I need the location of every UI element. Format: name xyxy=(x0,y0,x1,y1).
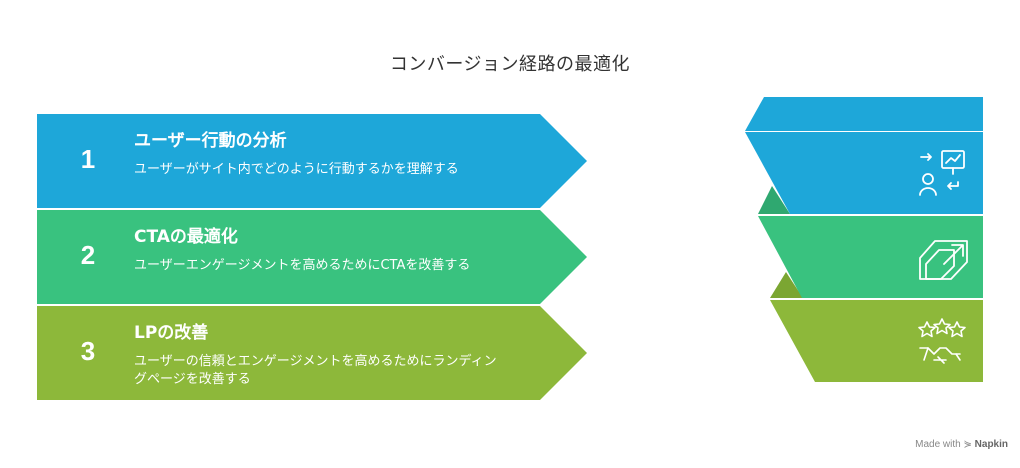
napkin-logo-icon: ⋟ xyxy=(963,439,972,450)
step-2-description: ユーザーエンゲージメントを高めるためにCTAを改善する xyxy=(134,258,471,273)
funnel-ribbon-graphic xyxy=(745,97,983,382)
stars-handshake-icon xyxy=(918,318,966,364)
click-target-cursor-icon xyxy=(919,240,968,280)
step-2: 2 CTAの最適化 ユーザーエンゲージメントを高めるためにCTAを改善する xyxy=(37,210,587,304)
step-2-heading: CTAの最適化 xyxy=(134,227,238,247)
footer-credit: Made with ⋟ Napkin xyxy=(915,439,1008,450)
step-1-arrow xyxy=(37,114,587,208)
analytics-person-chart-icon xyxy=(919,150,965,196)
step-1-number: 1 xyxy=(80,144,96,174)
step-1-heading: ユーザー行動の分析 xyxy=(134,131,287,151)
step-3-description: ユーザーの信頼とエンゲージメントを高めるためにランディングページを改善する xyxy=(134,354,497,387)
band-blue xyxy=(745,132,983,214)
step-1: 1 ユーザー行動の分析 ユーザーがサイト内でどのように行動するかを理解する xyxy=(37,114,587,208)
step-2-arrow xyxy=(37,210,587,304)
step-3-arrow xyxy=(37,306,587,400)
band-blue-top xyxy=(745,97,983,131)
step-3-heading: LPの改善 xyxy=(134,323,209,343)
page-title: コンバージョン経路の最適化 xyxy=(389,54,631,75)
fold-2 xyxy=(770,272,803,298)
step-1-description: ユーザーがサイト内でどのように行動するかを理解する xyxy=(134,162,459,177)
step-3: 3 LPの改善 ユーザーの信頼とエンゲージメントを高めるためにランディングページ… xyxy=(37,306,587,400)
band-olive xyxy=(770,300,983,382)
footer-brand: Napkin xyxy=(974,439,1008,450)
footer-made-with: Made with xyxy=(915,439,961,450)
step-2-number: 2 xyxy=(80,240,96,270)
fold-1 xyxy=(758,186,790,214)
step-3-number: 3 xyxy=(80,336,96,366)
